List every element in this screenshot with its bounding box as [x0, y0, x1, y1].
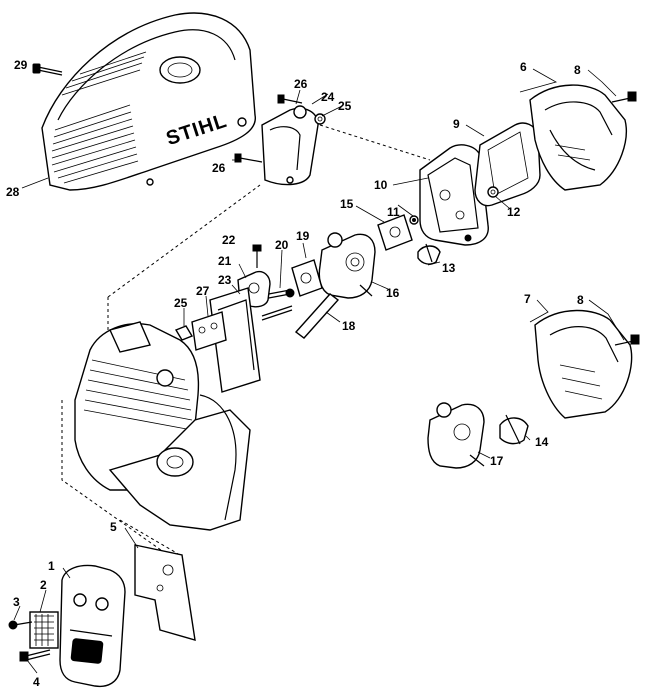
callout-4: 4 — [33, 675, 40, 689]
engine-shroud: STIHL — [41, 12, 256, 191]
gasket-15 — [377, 214, 413, 251]
intake-manifold — [261, 105, 319, 186]
spark-arrestor-screen — [29, 611, 59, 649]
callout-11: 11 — [387, 205, 400, 219]
guide-line-filter — [319, 124, 431, 161]
screw-3 — [8, 620, 33, 630]
callout-9: 9 — [453, 117, 460, 131]
callout-17: 17 — [490, 454, 504, 468]
callout-8-lower: 8 — [577, 293, 584, 307]
impulse-hose — [294, 293, 340, 339]
screw-29 — [32, 63, 63, 76]
gasket-27 — [191, 311, 227, 351]
callout-26: 26 — [294, 77, 308, 91]
nut-25-lower — [174, 325, 194, 341]
callout-3: 3 — [13, 595, 20, 609]
callout-6: 6 — [520, 60, 527, 74]
filter-cover — [529, 84, 627, 191]
callout-7: 7 — [524, 292, 531, 306]
screw-4 — [19, 649, 51, 662]
callout-25-lower: 25 — [174, 296, 188, 310]
callout-25: 25 — [338, 99, 352, 113]
callout-24: 24 — [321, 90, 335, 104]
callout-23: 23 — [218, 273, 232, 287]
callout-13: 13 — [442, 261, 456, 275]
guide-line-housing — [61, 400, 176, 561]
callout-1: 1 — [48, 559, 55, 573]
callout-18: 18 — [342, 319, 356, 333]
callout-28: 28 — [6, 185, 20, 199]
callout-15: 15 — [340, 197, 354, 211]
nut-11 — [409, 215, 419, 225]
callout-10: 10 — [374, 178, 388, 192]
callout-29: 29 — [14, 58, 28, 72]
guide-line-engine — [107, 184, 261, 298]
nut-25-top — [314, 113, 326, 125]
callout-19: 19 — [296, 229, 310, 243]
muffler-gasket — [134, 544, 196, 641]
shroud-vents — [51, 51, 147, 184]
screw-26-top — [277, 94, 303, 104]
callout-14: 14 — [535, 435, 549, 449]
screw-26-lower — [234, 153, 263, 163]
callout-27: 27 — [196, 284, 210, 298]
gasket-19 — [291, 259, 323, 297]
callout-26-lower: 26 — [212, 161, 226, 175]
callout-8: 8 — [574, 63, 581, 77]
air-filter-element — [474, 122, 541, 207]
washer-12 — [487, 186, 499, 198]
callout-20: 20 — [275, 238, 289, 252]
carburetor-alt — [427, 402, 485, 469]
filter-cover-alt — [534, 309, 633, 419]
choke-knob — [417, 243, 441, 265]
choke-knob-alt — [499, 414, 529, 445]
screw-8-top — [611, 91, 637, 103]
leader-lines — [13, 64, 625, 674]
callout-22: 22 — [222, 233, 236, 247]
callout-12: 12 — [507, 205, 521, 219]
callout-5: 5 — [110, 520, 117, 534]
screw-8-lower — [614, 334, 640, 346]
muffler — [59, 564, 126, 688]
carburetor — [318, 232, 376, 299]
air-filter-base — [419, 144, 489, 246]
engine-housing — [108, 394, 251, 531]
callout-16: 16 — [386, 286, 400, 300]
callout-2: 2 — [40, 578, 47, 592]
callout-21: 21 — [218, 254, 232, 268]
